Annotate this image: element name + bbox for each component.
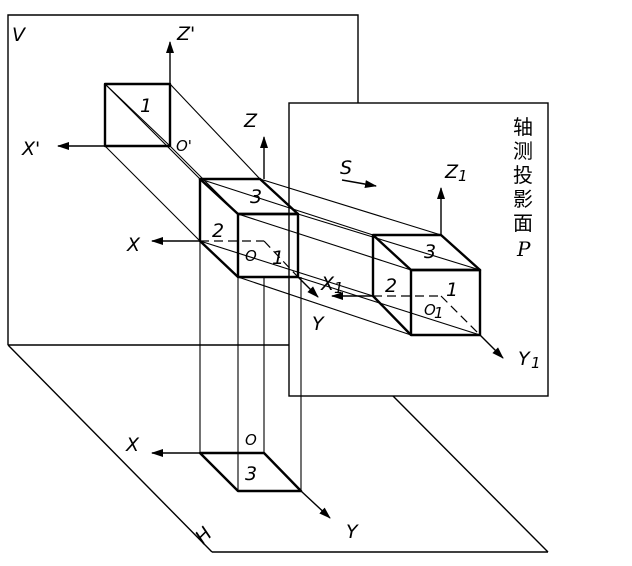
h-plane-front-edge <box>7 344 213 553</box>
box-point-1-label: 1 <box>272 247 284 269</box>
p-point-2-label: 2 <box>385 275 397 297</box>
x1-label: X <box>320 273 335 295</box>
y1-subscript: 1 <box>531 354 541 372</box>
p-plane <box>288 102 549 397</box>
v-projection-diagonal <box>104 83 171 147</box>
svg-text:测: 测 <box>513 139 533 163</box>
s-direction-arrow <box>341 179 377 189</box>
p-point-1-label: 1 <box>446 279 458 301</box>
svg-text:影: 影 <box>513 187 533 211</box>
z1-subscript: 1 <box>458 167 468 185</box>
v-plane-outline <box>7 14 359 345</box>
v-projection-rays <box>104 83 261 242</box>
x-label: X <box>126 234 141 256</box>
y1-axis-dashed <box>440 295 481 336</box>
v-point-1-label: 1 <box>140 95 152 117</box>
h-plane-right-edge <box>392 395 549 553</box>
h-point-3-label: 3 <box>245 463 257 485</box>
x-prime-label: X' <box>21 138 40 160</box>
p-point-3-label: 3 <box>424 241 436 263</box>
p-plane-label: P <box>516 237 531 261</box>
h-x-label: X <box>125 434 140 456</box>
o-label: O <box>245 247 257 265</box>
box-point-2-label: 2 <box>212 220 224 242</box>
box-point-3-label: 3 <box>250 186 262 208</box>
h-o-label: O <box>245 431 257 449</box>
h-y-axis <box>300 490 331 519</box>
p-projection-rays <box>199 178 481 336</box>
z-label: Z <box>243 110 258 132</box>
y1-axis <box>479 334 504 359</box>
x1-subscript: 1 <box>334 279 344 297</box>
h-projection-connectors <box>199 241 302 491</box>
svg-text:投: 投 <box>513 163 533 187</box>
z1-label: Z <box>444 161 459 183</box>
s-direction-label: S <box>340 157 352 179</box>
svg-text:面: 面 <box>513 211 533 235</box>
h-y-label: Y <box>346 521 359 543</box>
o1-label: O <box>424 301 436 319</box>
y-axis <box>297 276 319 298</box>
o-prime-label: O' <box>176 137 192 155</box>
y1-label: Y <box>518 348 531 370</box>
y-label: Y <box>312 313 325 335</box>
z-prime-label: Z' <box>176 23 195 45</box>
y-axis-dashed <box>263 240 299 278</box>
svg-text:轴: 轴 <box>513 115 533 139</box>
v-plane-label: V <box>12 24 27 46</box>
p-plane-caption: 轴 测 投 影 面 <box>513 115 533 235</box>
h-plane-label: H <box>191 523 217 549</box>
o1-subscript: 1 <box>434 304 444 322</box>
